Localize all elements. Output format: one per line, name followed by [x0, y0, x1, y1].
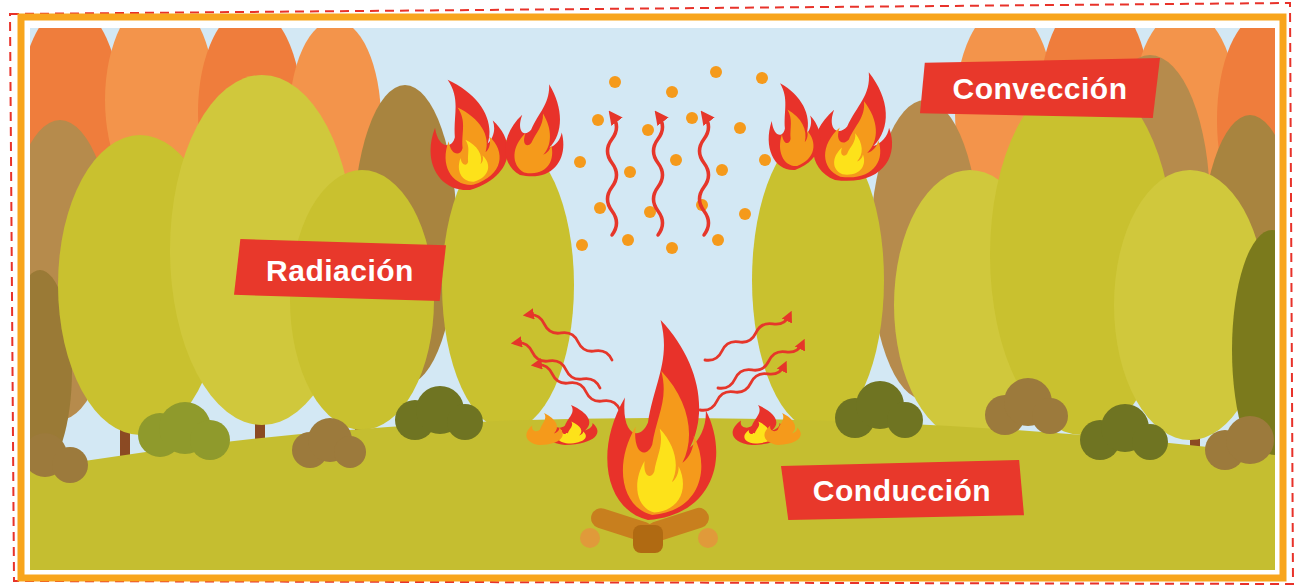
- illustration-part: [447, 404, 483, 440]
- illustration-part: [759, 154, 771, 166]
- illustration-part: [764, 413, 800, 445]
- illustration-part: [451, 136, 491, 184]
- banner-label: Convección: [952, 72, 1127, 105]
- banner-fill: [234, 239, 446, 301]
- illustration-part: [1080, 404, 1168, 460]
- illustration-part: [1132, 424, 1168, 460]
- forest: [30, 28, 1275, 570]
- illustration-part: [807, 65, 908, 190]
- illustration-part: [499, 76, 577, 185]
- illustration-part: [622, 234, 634, 246]
- illustration-part: [771, 105, 817, 170]
- illustration-part: [190, 420, 230, 460]
- illustration-part: [30, 433, 88, 483]
- illustration-part: [526, 413, 562, 445]
- illustration-part: [580, 528, 600, 548]
- illustration-part: [395, 386, 483, 440]
- illustration-part: [703, 312, 791, 363]
- banner-fill: [781, 460, 1024, 520]
- illustration-part: [623, 371, 701, 515]
- illustration-part: [756, 76, 827, 176]
- sky: [30, 28, 1275, 570]
- illustration-part: [607, 320, 716, 520]
- heat-arrows: [514, 115, 805, 413]
- illustration-part: [334, 436, 366, 468]
- illustration-part: [670, 154, 682, 166]
- banner-label: Radiación: [266, 254, 414, 287]
- illustration-part: [710, 66, 722, 78]
- illustration-part: [686, 112, 698, 124]
- illustration-part: [52, 447, 88, 483]
- illustration-part: [514, 340, 602, 391]
- illustration-part: [1032, 398, 1068, 434]
- illustration-part: [624, 166, 636, 178]
- illustration-part: [887, 402, 923, 438]
- illustration-part: [1226, 416, 1274, 464]
- illustration-part: [576, 239, 588, 251]
- illustration-part: [985, 378, 1068, 435]
- illustration-part: [807, 65, 908, 190]
- heat-particles: [574, 66, 771, 254]
- orange-frame: [21, 17, 1283, 578]
- illustration-part: [734, 122, 746, 134]
- illustration-part: [511, 108, 562, 179]
- illustration-part: [716, 164, 728, 176]
- illustration-part: [411, 70, 517, 197]
- banner-fill: [920, 58, 1160, 118]
- banner-label: Conducción: [813, 474, 991, 507]
- illustration-part: [608, 115, 617, 235]
- illustration-part: [698, 362, 786, 413]
- illustration-part: [432, 101, 506, 190]
- illustration-part: [756, 72, 768, 84]
- illustration-part: [534, 362, 622, 413]
- illustration-part: [411, 70, 517, 197]
- campfire: [580, 320, 718, 553]
- illustration-part: [499, 76, 577, 185]
- illustration-part: [666, 86, 678, 98]
- illustration-part: [739, 208, 751, 220]
- illustration-part: [1205, 416, 1274, 470]
- illustration-part: [712, 234, 724, 246]
- illustration-part: [835, 381, 923, 438]
- illustration-part: [609, 76, 621, 88]
- illustration-part: [526, 312, 614, 363]
- illustration-part: [698, 528, 718, 548]
- illustration-part: [592, 114, 604, 126]
- illustration-part: [716, 340, 804, 391]
- illustration-part: [654, 115, 663, 235]
- illustration-part: [594, 202, 606, 214]
- illustration-part: [666, 242, 678, 254]
- illustration-part: [820, 96, 891, 183]
- label-banner: Conducción: [781, 460, 1024, 520]
- illustration-part: [292, 418, 366, 468]
- illustration-part: [633, 525, 663, 553]
- illustration-part: [526, 413, 562, 445]
- illustration-part: [642, 124, 654, 136]
- illustration-part: [637, 429, 683, 513]
- illustration-part: [756, 76, 827, 176]
- label-banner: Radiación: [234, 239, 446, 301]
- treetop-fires: [411, 65, 908, 197]
- illustration-part: [138, 402, 230, 460]
- illustration-part: [832, 131, 870, 178]
- illustration-part: [700, 115, 709, 235]
- illustration-part: [764, 413, 800, 445]
- dashed-frame: [10, 3, 1293, 584]
- illustration-part: [607, 320, 716, 520]
- label-banner: Convección: [920, 58, 1160, 118]
- illustration-part: [574, 156, 586, 168]
